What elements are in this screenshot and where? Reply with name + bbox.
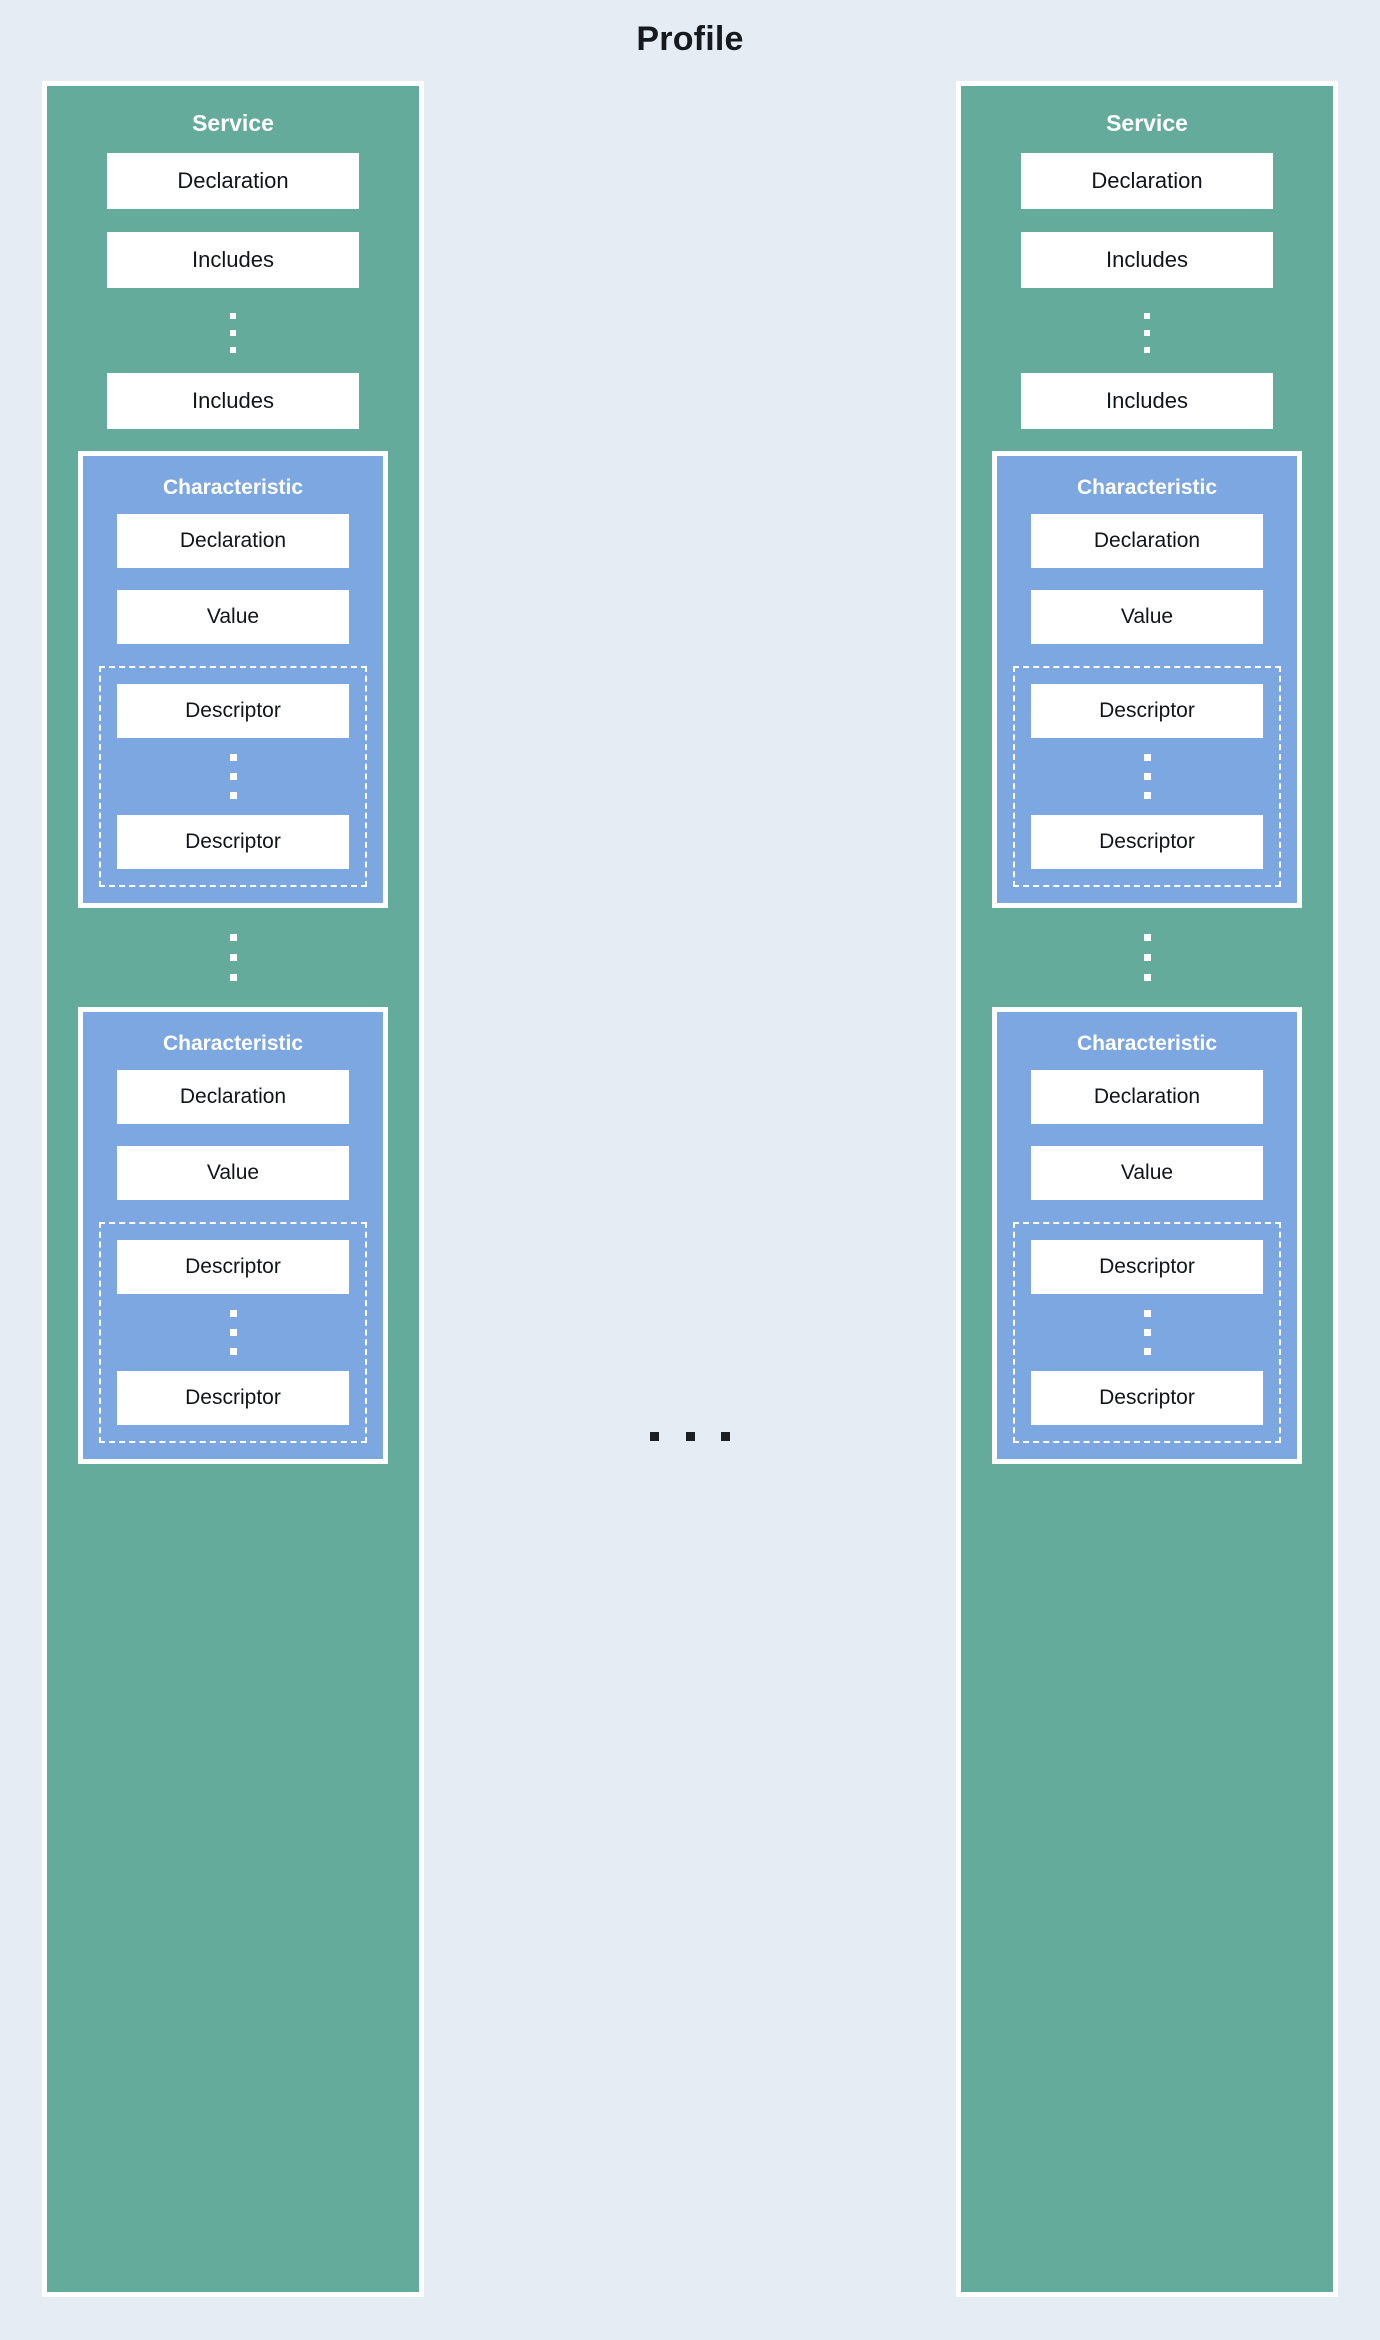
characteristic-value-box: Value — [117, 1146, 349, 1200]
ellipsis-dot — [229, 954, 237, 961]
ellipsis-dot — [230, 313, 236, 319]
ellipsis-dot — [685, 1432, 695, 1441]
ellipsis-dot — [229, 974, 237, 981]
characteristic-box-1: Characteristic Declaration Value Descrip… — [992, 1007, 1302, 1464]
descriptor-group: Descriptor Descriptor — [99, 666, 367, 887]
descriptor-box-last: Descriptor — [117, 1371, 349, 1425]
ellipsis-dot — [1143, 1348, 1151, 1355]
descriptor-box-first: Descriptor — [117, 1240, 349, 1294]
characteristic-wrapper-1: Characteristic Declaration Value Descrip… — [992, 1007, 1302, 1464]
characteristic-declaration-box: Declaration — [117, 1070, 349, 1124]
descriptor-box-first: Descriptor — [1031, 684, 1263, 738]
service-title: Service — [1106, 110, 1188, 136]
characteristic-wrapper-0: Characteristic Declaration Value Descrip… — [78, 451, 388, 908]
service-includes-box-last: Includes — [1021, 373, 1273, 429]
service-declaration-box: Declaration — [1021, 153, 1273, 209]
ellipsis-dot — [1144, 330, 1150, 336]
service-columns: Service Declaration Includes Includes Ch… — [42, 81, 1338, 2297]
descriptor-group: Descriptor Descriptor — [99, 1222, 367, 1443]
characteristic-title: Characteristic — [162, 476, 304, 499]
descriptor-vertical-ellipsis-icon — [229, 1310, 237, 1355]
service-includes-box: Includes — [107, 232, 359, 288]
descriptor-vertical-ellipsis-icon — [1143, 1310, 1151, 1355]
ellipsis-dot — [229, 773, 237, 780]
characteristic-wrapper-1: Characteristic Declaration Value Descrip… — [78, 1007, 388, 1464]
ellipsis-dot — [1143, 1329, 1151, 1336]
ellipsis-dot — [229, 792, 237, 799]
characteristic-value-box: Value — [1031, 590, 1263, 644]
characteristic-vertical-ellipsis-icon — [229, 934, 237, 981]
descriptor-group: Descriptor Descriptor — [1013, 666, 1281, 887]
ellipsis-dot — [229, 1329, 237, 1336]
characteristic-title: Characteristic — [162, 1032, 304, 1055]
service-includes-box-last: Includes — [107, 373, 359, 429]
service-includes-box: Includes — [1021, 232, 1273, 288]
descriptor-box-first: Descriptor — [1031, 1240, 1263, 1294]
characteristic-box-1: Characteristic Declaration Value Descrip… — [78, 1007, 388, 1464]
ellipsis-dot — [1143, 954, 1151, 961]
ellipsis-dot — [1144, 313, 1150, 319]
service-box-0: Service Declaration Includes Includes Ch… — [42, 81, 424, 2297]
service-title: Service — [192, 110, 274, 136]
ellipsis-dot — [230, 330, 236, 336]
ellipsis-dot — [1144, 347, 1150, 353]
ellipsis-dot — [229, 1310, 237, 1317]
service-declaration-box: Declaration — [107, 153, 359, 209]
service-box-1: Service Declaration Includes Includes Ch… — [956, 81, 1338, 2297]
characteristic-declaration-box: Declaration — [1031, 1070, 1263, 1124]
ellipsis-dot — [229, 754, 237, 761]
characteristic-title: Characteristic — [1076, 1032, 1218, 1055]
ellipsis-dot — [229, 1348, 237, 1355]
ellipsis-dot — [229, 934, 237, 941]
ellipsis-dot — [1143, 754, 1151, 761]
descriptor-vertical-ellipsis-icon — [1143, 754, 1151, 799]
page-title: Profile — [636, 20, 744, 58]
descriptor-box-last: Descriptor — [1031, 815, 1263, 869]
service-includes-vertical-ellipsis-icon — [1144, 313, 1150, 353]
characteristic-vertical-ellipsis-icon — [1143, 934, 1151, 981]
column-gap — [424, 81, 956, 2297]
ellipsis-dot — [1143, 974, 1151, 981]
descriptor-box-first: Descriptor — [117, 684, 349, 738]
characteristic-box-0: Characteristic Declaration Value Descrip… — [992, 451, 1302, 908]
services-horizontal-ellipsis-icon — [650, 1432, 730, 1441]
service-includes-vertical-ellipsis-icon — [230, 313, 236, 353]
descriptor-vertical-ellipsis-icon — [229, 754, 237, 799]
characteristic-value-box: Value — [1031, 1146, 1263, 1200]
descriptor-box-last: Descriptor — [117, 815, 349, 869]
characteristic-box-0: Characteristic Declaration Value Descrip… — [78, 451, 388, 908]
characteristic-title: Characteristic — [1076, 476, 1218, 499]
ellipsis-dot — [721, 1432, 730, 1441]
ellipsis-dot — [1143, 773, 1151, 780]
descriptor-box-last: Descriptor — [1031, 1371, 1263, 1425]
characteristic-wrapper-0: Characteristic Declaration Value Descrip… — [992, 451, 1302, 908]
ellipsis-dot — [1143, 934, 1151, 941]
characteristic-value-box: Value — [117, 590, 349, 644]
ellipsis-dot — [1143, 792, 1151, 799]
ellipsis-dot — [230, 347, 236, 353]
descriptor-group: Descriptor Descriptor — [1013, 1222, 1281, 1443]
ellipsis-dot — [1143, 1310, 1151, 1317]
ellipsis-dot — [650, 1432, 659, 1441]
characteristic-declaration-box: Declaration — [1031, 514, 1263, 568]
characteristic-declaration-box: Declaration — [117, 514, 349, 568]
